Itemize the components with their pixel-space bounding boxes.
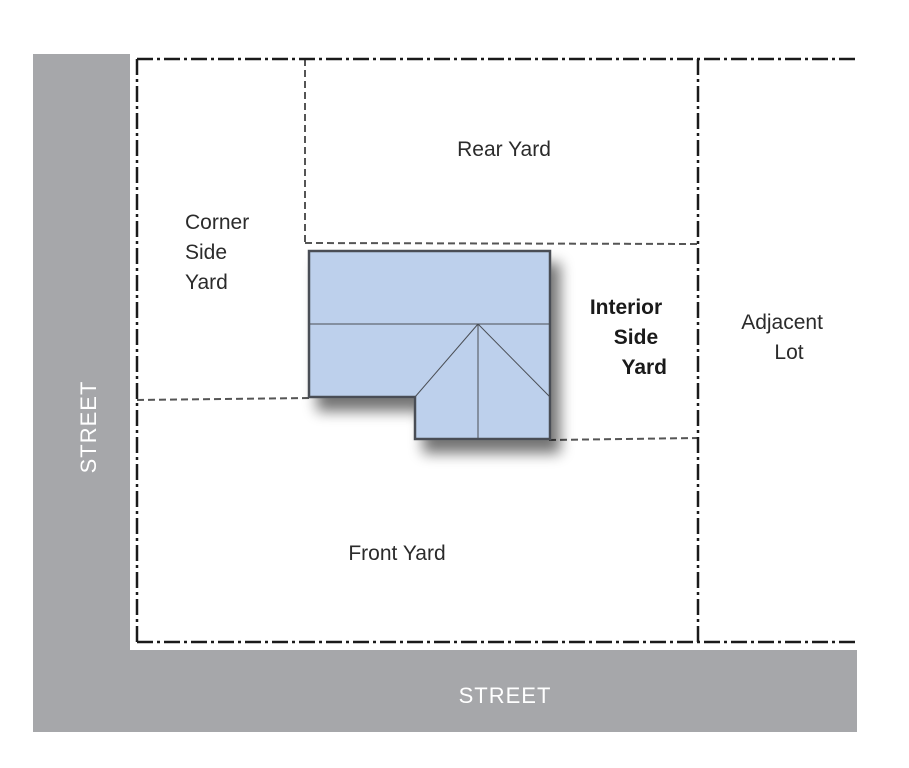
setback-lines <box>136 59 699 441</box>
building-outline <box>307 249 552 441</box>
corner-side-yard-line-2: Side <box>185 241 227 264</box>
street-left-label: STREET <box>76 381 101 474</box>
roof-hip-right <box>477 323 551 398</box>
corner-side-yard-label: Corner Side Yard <box>185 211 255 294</box>
corner-side-yard-line-1: Corner <box>185 211 249 234</box>
lot-lines <box>135 57 857 644</box>
roof-lines <box>309 323 551 439</box>
front-setback-line-right <box>548 437 699 441</box>
rear-yard-label: Rear Yard <box>457 138 551 161</box>
interior-side-yard-label: Interior Side Yard <box>590 296 668 379</box>
front-yard-label: Front Yard <box>348 542 445 565</box>
interior-side-yard-line-1: Interior <box>590 296 662 319</box>
street-bottom-label: STREET <box>459 683 552 708</box>
building-footprint <box>307 249 552 441</box>
adjacent-lot-line-1: Adjacent <box>741 311 823 334</box>
rear-setback-line <box>304 242 699 245</box>
front-setback-line-left <box>136 397 310 401</box>
corner-side-yard-line-3: Yard <box>185 271 228 294</box>
roof-hip-left <box>414 323 479 398</box>
interior-side-yard-line-2: Side <box>614 326 658 349</box>
interior-side-yard-line-3: Yard <box>621 356 667 379</box>
adjacent-lot-line-2: Lot <box>774 341 803 364</box>
adjacent-lot-label: Adjacent Lot <box>741 311 829 364</box>
street-left-band <box>33 54 130 732</box>
street-bottom-band <box>33 650 857 732</box>
